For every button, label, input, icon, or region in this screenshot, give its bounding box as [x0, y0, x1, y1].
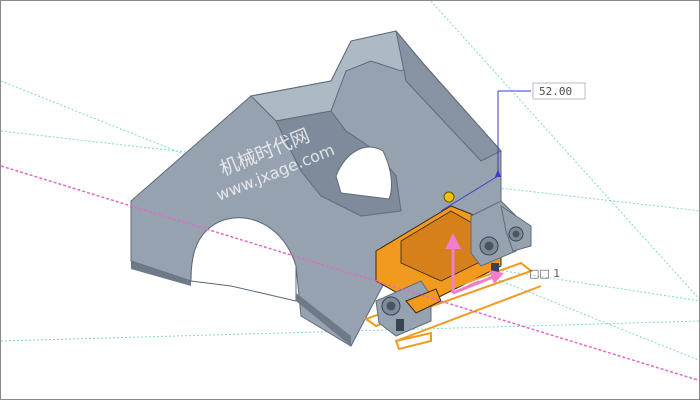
- dimension-extension-2: [440, 175, 499, 212]
- drag-handle-point-icon[interactable]: [443, 191, 455, 203]
- preview-feature-base-front: [394, 331, 432, 351]
- datum-axis[interactable]: [1, 165, 700, 382]
- part-lugs: [375, 200, 532, 337]
- dimension-value[interactable]: 52.00: [539, 85, 572, 98]
- part-base-edge: [131, 261, 191, 286]
- drag-arrow-icon[interactable]: [445, 233, 461, 249]
- feature-label: □□ 1: [529, 267, 560, 280]
- part-right-arch: [395, 30, 502, 162]
- dimension-52[interactable]: 52.00: [440, 82, 586, 212]
- drag-handles[interactable]: [443, 191, 504, 295]
- part-front-edge: [296, 293, 351, 346]
- part-window-cutout: [335, 146, 392, 200]
- part-left-arch-opening: [190, 217, 297, 302]
- preview-feature-base-outline: [363, 261, 542, 342]
- drag-arrow-icon[interactable]: [489, 270, 504, 284]
- dimension-arrow-icon: [495, 169, 501, 177]
- part-model[interactable]: [130, 30, 502, 347]
